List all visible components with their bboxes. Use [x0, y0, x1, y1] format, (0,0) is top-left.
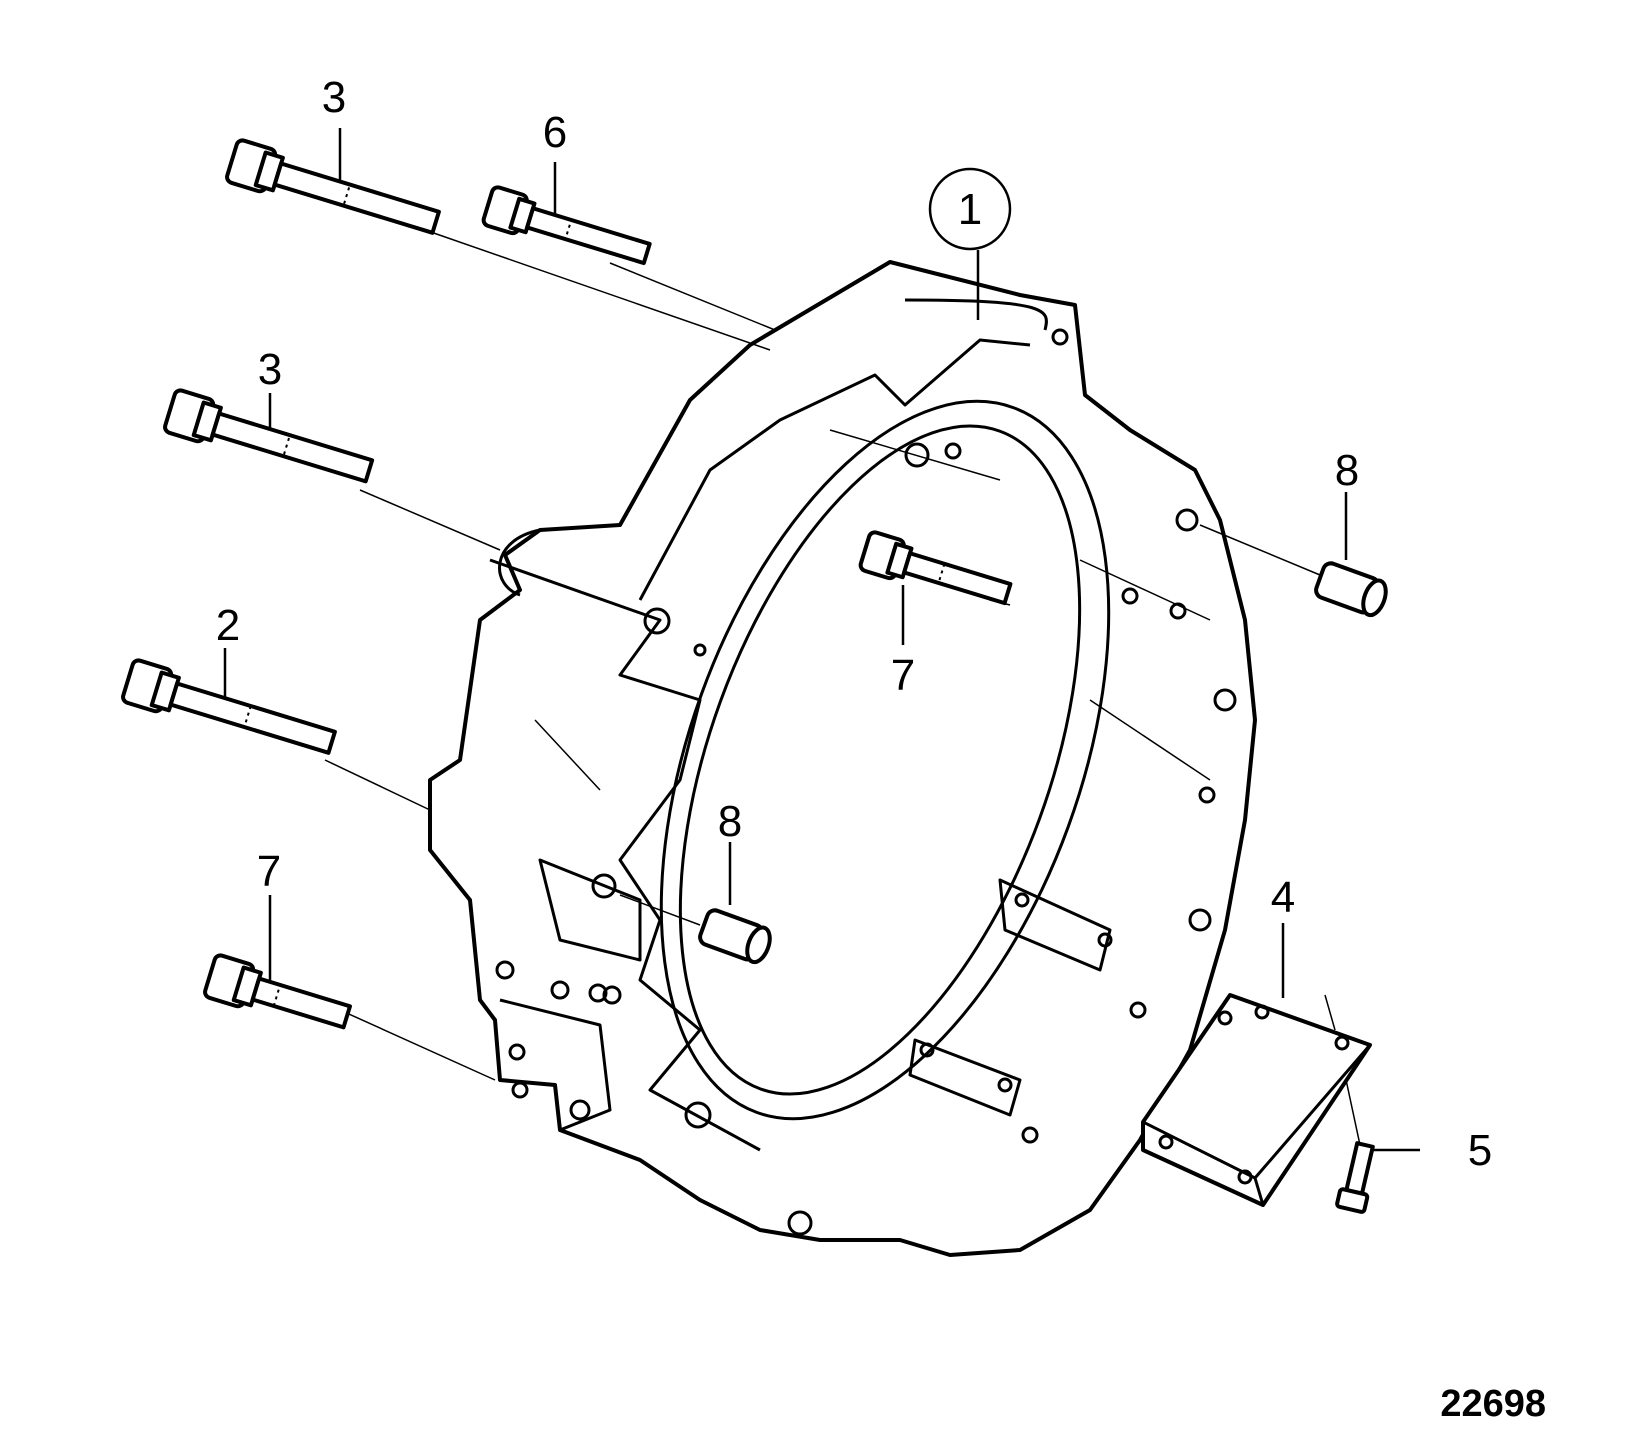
- callout-2: 2: [216, 601, 240, 650]
- callout-6: 6: [543, 108, 567, 157]
- callout-4: 4: [1271, 873, 1295, 922]
- leader-lines: [223, 128, 1420, 1152]
- callout-8-right: 8: [1335, 446, 1359, 495]
- callout-8-center: 8: [718, 797, 742, 846]
- callout-1-circle: [928, 167, 1012, 251]
- callout-labels: 1 2 3 3 4 5 6 7 7 8 8: [216, 73, 1492, 1175]
- callout-5: 5: [1468, 1126, 1492, 1175]
- cover-plate-4: [1141, 993, 1372, 1207]
- dowel-pin-8-right: [1314, 561, 1388, 618]
- dowel-pin-8-center: [698, 908, 772, 965]
- callout-7-lower: 7: [257, 847, 281, 896]
- bolt-7-inner: [858, 530, 1013, 606]
- bolt-6: [481, 185, 652, 266]
- screw-5: [1335, 1141, 1375, 1214]
- bolt-3-upper: [225, 138, 441, 235]
- bolt-3-lower: [163, 388, 375, 484]
- bolt-2: [121, 658, 337, 755]
- bolt-holes: [495, 328, 1237, 1236]
- flywheel-housing: [428, 260, 1257, 1257]
- callout-3-upper: 3: [322, 73, 346, 122]
- bolt-7-lower: [203, 953, 352, 1030]
- callout-1: 1: [958, 185, 982, 234]
- callout-7-inner: 7: [891, 651, 915, 700]
- callout-3-lower: 3: [258, 345, 282, 394]
- figure-number: 22698: [1440, 1383, 1546, 1425]
